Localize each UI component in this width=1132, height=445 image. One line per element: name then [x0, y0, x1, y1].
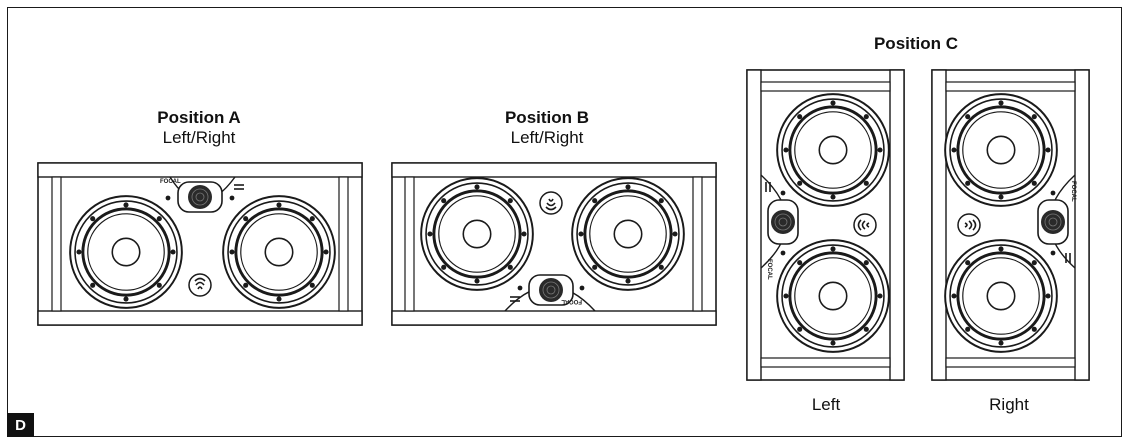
brand-mark-c-left: FOCAL: [766, 259, 772, 280]
position-c-right-label: Right: [989, 395, 1029, 414]
position-c-left-label: Left: [811, 395, 841, 414]
figure-label-badge: D: [7, 413, 34, 437]
speaker-position-c-left: FOCAL: [746, 69, 905, 381]
position-a-title: Position A: [157, 108, 241, 127]
brand-mark-b: FOCAL: [561, 298, 582, 304]
brand-mark-a: FOCAL: [160, 179, 181, 185]
brand-mark-c-right: FOCAL: [1070, 181, 1076, 202]
speaker-position-c-right: FOCAL: [931, 69, 1090, 381]
position-b-title: Position B: [504, 108, 590, 127]
position-c-title: Position C: [873, 34, 959, 53]
position-a-subtitle: Left/Right: [162, 128, 236, 147]
figure-frame: [7, 7, 1122, 437]
speaker-position-b: FOCAL: [391, 162, 717, 326]
speaker-position-a: FOCAL: [37, 162, 363, 326]
position-b-subtitle: Left/Right: [510, 128, 584, 147]
